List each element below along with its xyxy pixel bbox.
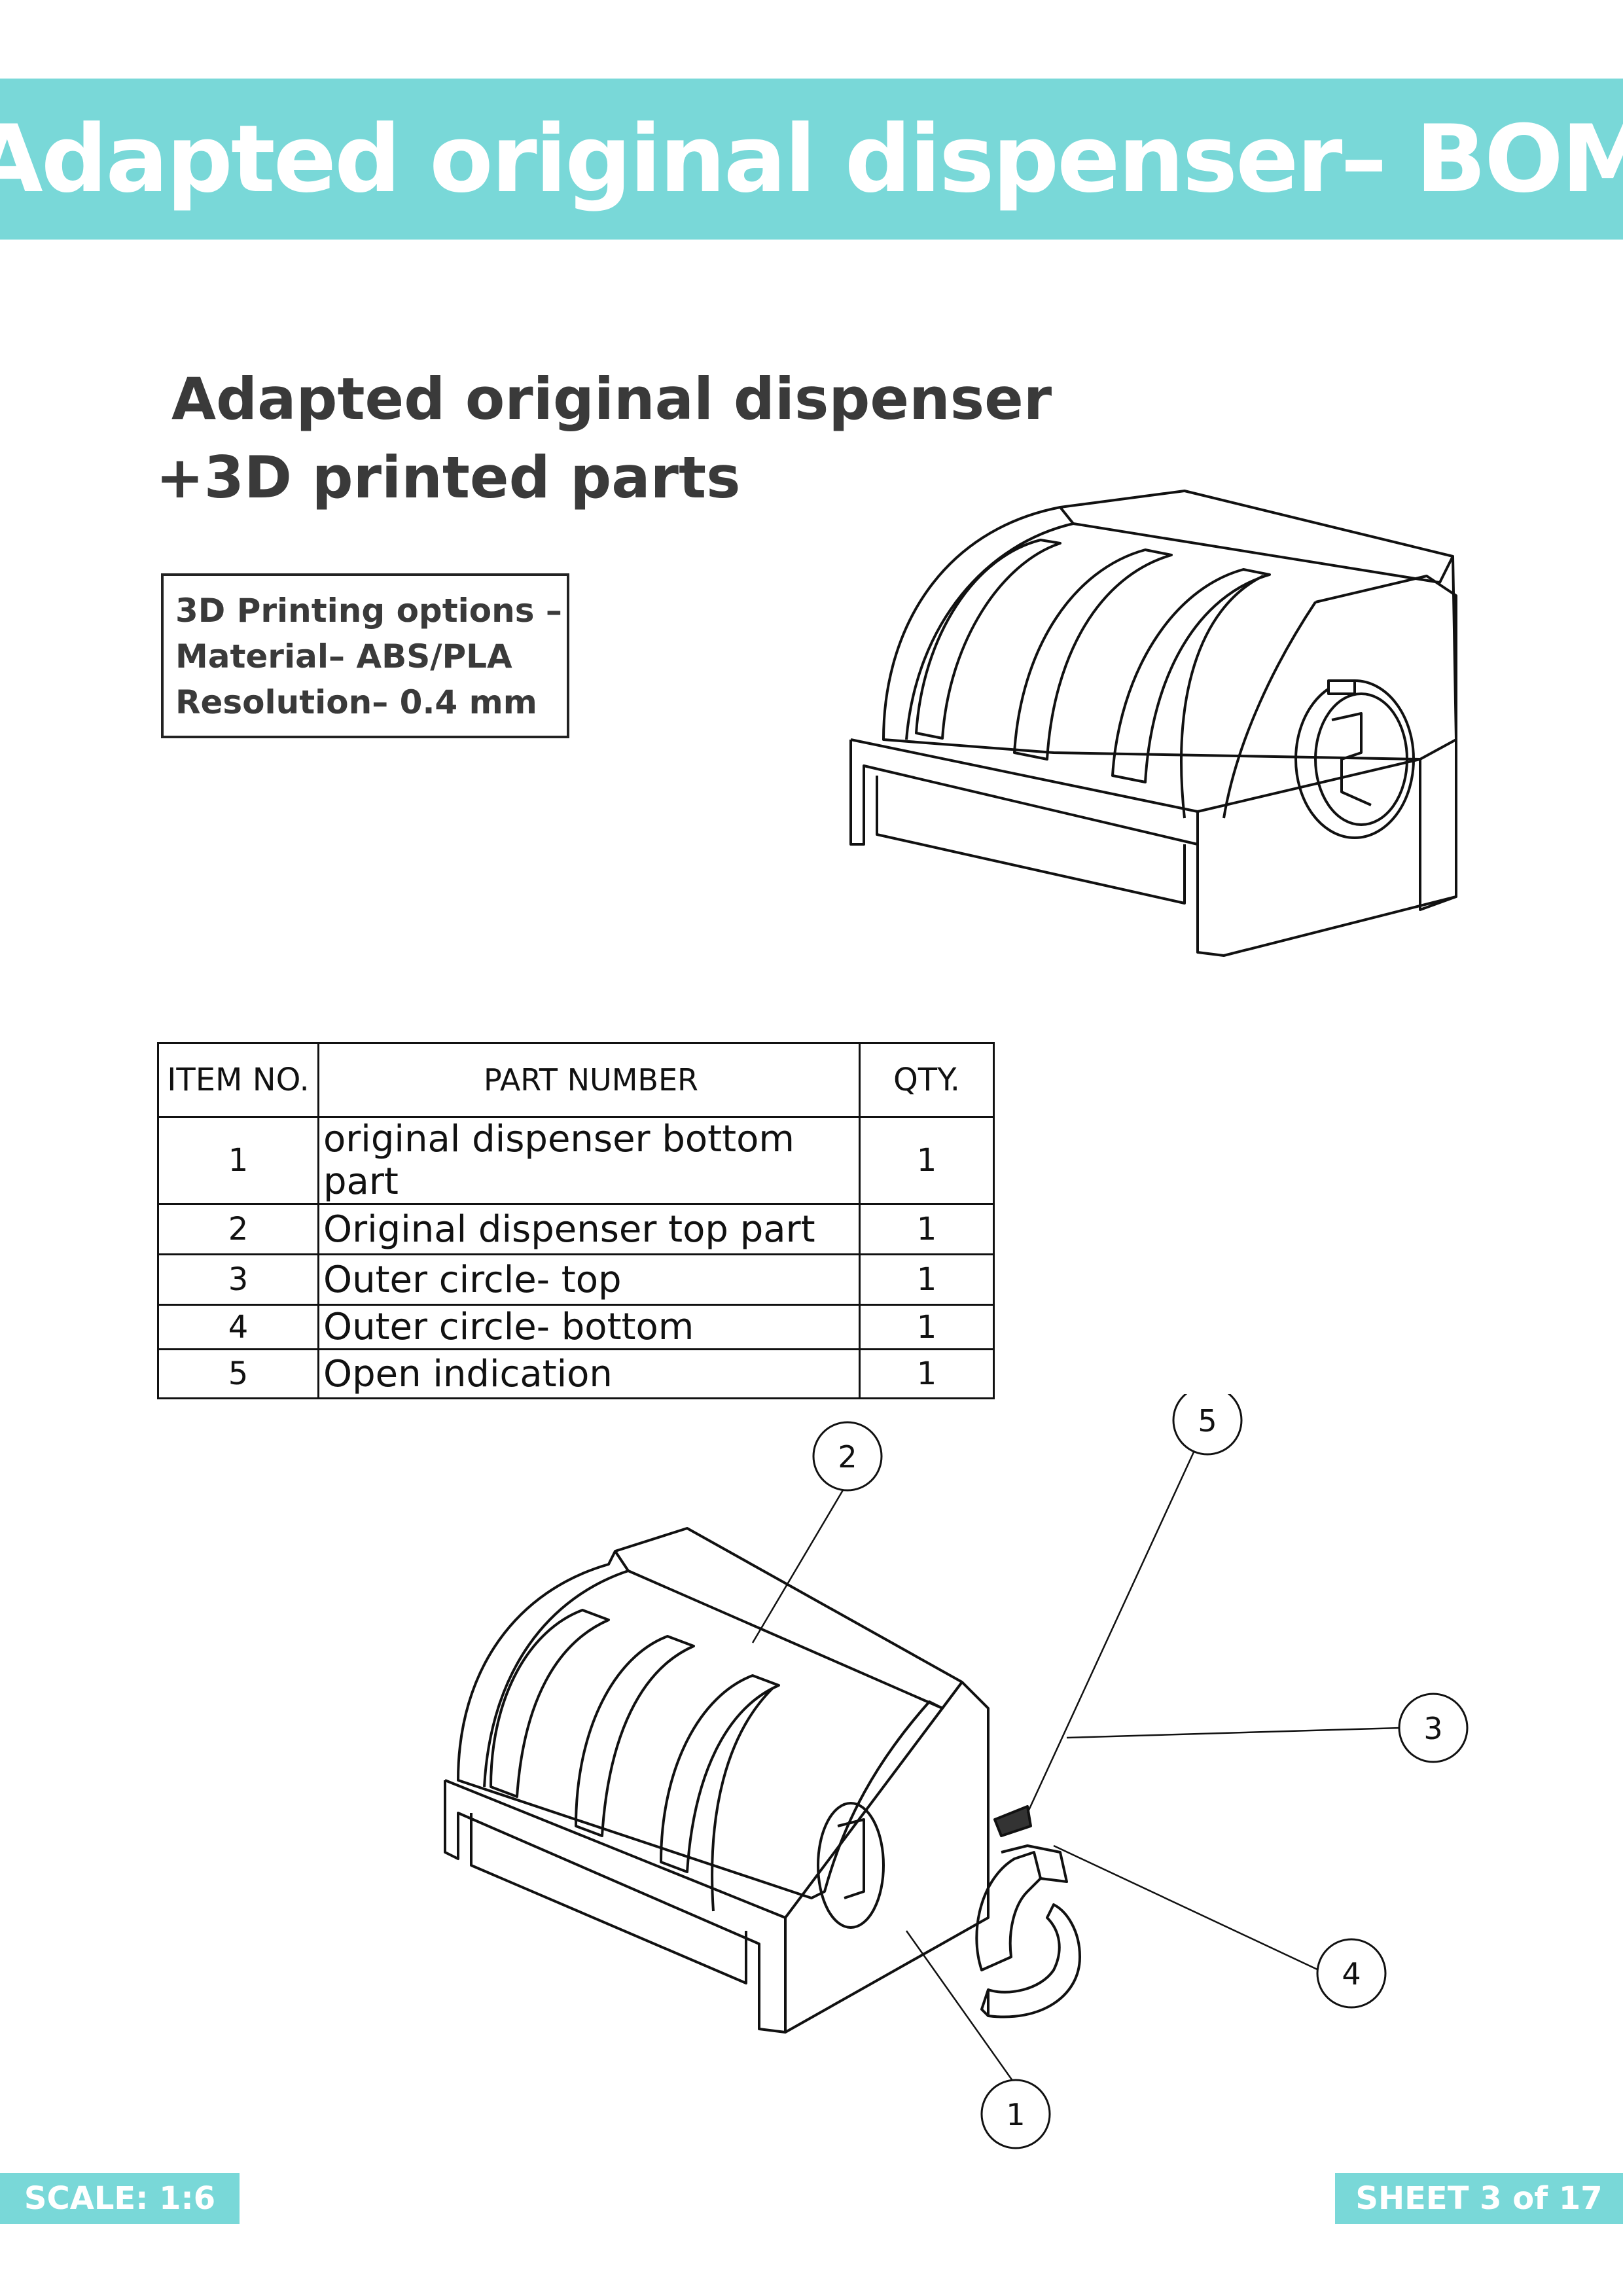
svg-text:4: 4 — [1342, 1956, 1361, 1992]
cell-item: 1 — [157, 1116, 319, 1205]
cell-part: original dispenser bottom part — [317, 1116, 861, 1205]
printing-options-material: Material– ABS/PLA — [175, 637, 512, 675]
cell-part: Open indication — [317, 1348, 861, 1399]
cell-part: Outer circle- top — [317, 1253, 861, 1306]
table-row: 1 original dispenser bottom part 1 — [157, 1116, 995, 1205]
header-item-no: ITEM NO. — [157, 1042, 319, 1118]
balloon-1: 1 — [980, 2079, 1051, 2149]
table-header-row: ITEM NO. PART NUMBER QTY. — [157, 1042, 995, 1118]
svg-text:3: 3 — [1423, 1711, 1442, 1746]
dispenser-top-part — [457, 1527, 963, 1899]
printing-options-resolution: Resolution– 0.4 mm — [175, 683, 537, 721]
svg-text:5: 5 — [1198, 1403, 1217, 1439]
bill-of-materials-table: ITEM NO. PART NUMBER QTY. 1 original dis… — [157, 1042, 995, 1399]
cell-qty: 1 — [859, 1304, 995, 1350]
assembled-dispenser-drawing — [844, 478, 1472, 975]
printing-options-box: 3D Printing options – Material– ABS/PLA … — [161, 573, 569, 738]
balloon-5: 5 — [1172, 1394, 1243, 1456]
balloon-2: 2 — [812, 1421, 883, 1492]
table-row: 2 Original dispenser top part 1 — [157, 1203, 995, 1255]
balloon-3: 3 — [1398, 1693, 1469, 1763]
cell-item: 3 — [157, 1253, 319, 1306]
svg-text:1: 1 — [1006, 2097, 1025, 2132]
subtitle-line-2: +3D printed parts — [156, 444, 741, 511]
title-banner: Adapted original dispenser– BOM — [0, 79, 1623, 240]
cell-item: 5 — [157, 1348, 319, 1399]
scale-label: SCALE: 1:6 — [0, 2173, 240, 2224]
printing-options-heading: 3D Printing options – — [175, 592, 562, 630]
cell-qty: 1 — [859, 1116, 995, 1205]
table-row: 4 Outer circle- bottom 1 — [157, 1304, 995, 1350]
section-subtitle: Adapted original dispenser +3D printed p… — [156, 360, 1052, 517]
sheet-number: SHEET 3 of 17 — [1335, 2173, 1623, 2224]
table-row: 5 Open indication 1 — [157, 1348, 995, 1399]
cell-item: 2 — [157, 1203, 319, 1255]
header-qty: QTY. — [859, 1042, 995, 1118]
exploded-view-drawing: 2 5 3 4 1 — [419, 1394, 1505, 2166]
page-title: Adapted original dispenser– BOM — [0, 105, 1623, 213]
balloon-4: 4 — [1316, 1938, 1387, 2009]
subtitle-line-1: Adapted original dispenser — [171, 365, 1052, 433]
table-row: 3 Outer circle- top 1 — [157, 1253, 995, 1306]
cell-item: 4 — [157, 1304, 319, 1350]
cell-qty: 1 — [859, 1203, 995, 1255]
svg-text:2: 2 — [838, 1439, 857, 1475]
cell-qty: 1 — [859, 1348, 995, 1399]
cell-qty: 1 — [859, 1253, 995, 1306]
cell-part: Original dispenser top part — [317, 1203, 861, 1255]
header-part-number: PART NUMBER — [317, 1042, 861, 1118]
cell-part: Outer circle- bottom — [317, 1304, 861, 1350]
